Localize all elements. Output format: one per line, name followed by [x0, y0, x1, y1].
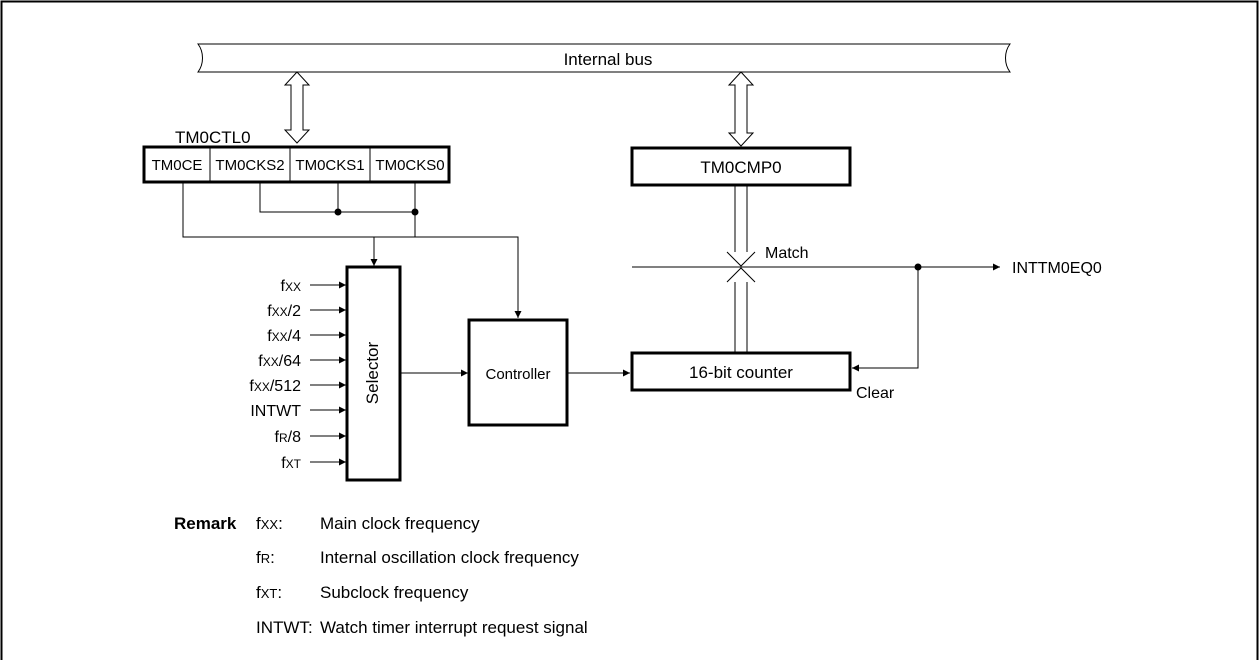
remark-symbol: fXT:: [256, 583, 282, 602]
bit-tm0cks0: TM0CKS0: [375, 157, 444, 174]
bus-compare-arrow: [727, 71, 755, 147]
clear-label: Clear: [856, 385, 895, 402]
counter-block: 16-bit counter: [630, 351, 852, 392]
internal-bus: Internal bus: [197, 43, 1011, 73]
register-name: TM0CTL0: [175, 128, 251, 147]
remark-description: Main clock frequency: [320, 514, 480, 533]
bit-tm0ce: TM0CE: [152, 157, 203, 174]
bit-tm0cks1: TM0CKS1: [295, 157, 364, 174]
input-label: fXX/2: [267, 303, 301, 320]
input-label: fXX: [281, 278, 301, 295]
compare-register-label: TM0CMP0: [700, 158, 781, 177]
selector-block: Selector: [345, 265, 402, 482]
junction-dot: [411, 208, 419, 216]
remark-symbol: fR:: [256, 548, 275, 567]
junction-dot: [334, 208, 342, 216]
bit-tm0cks2: TM0CKS2: [215, 157, 284, 174]
controller-block: Controller: [467, 318, 569, 427]
remark-description: Internal oscillation clock frequency: [320, 548, 579, 567]
input-label: fXT: [281, 455, 301, 472]
input-label: fXX/512: [249, 378, 301, 395]
output-signal-label: INTTM0EQ0: [1012, 260, 1102, 277]
remark-symbol: INTWT:: [256, 618, 313, 637]
selector-input-lines: [310, 281, 346, 466]
counter-label: 16-bit counter: [689, 363, 793, 382]
selector-label: Selector: [363, 341, 382, 404]
bus-register-arrow: [283, 71, 311, 144]
remark-title: Remark: [174, 514, 237, 533]
input-label: fR/8: [275, 429, 302, 446]
remark-section: Remark fXX: Main clock frequency fR: Int…: [174, 514, 588, 637]
input-label: fXX/64: [258, 353, 301, 370]
counter-to-match-arrow: [726, 267, 756, 353]
input-label: INTWT: [250, 403, 301, 420]
selector-input-labels: fXX fXX/2 fXX/4 fXX/64 fXX/512 INTWT fR/…: [249, 278, 301, 472]
remark-description: Watch timer interrupt request signal: [320, 618, 588, 637]
compare-to-match-arrow: [726, 185, 756, 267]
match-label: Match: [765, 245, 809, 262]
clear-feedback-line: [852, 267, 919, 372]
remark-description: Subclock frequency: [320, 583, 469, 602]
compare-register-tm0cmp0: TM0CMP0: [630, 146, 852, 187]
input-label: fXX/4: [267, 328, 301, 345]
internal-bus-label: Internal bus: [564, 50, 653, 69]
controller-label: Controller: [485, 366, 550, 383]
remark-symbol: fXX:: [256, 514, 283, 533]
register-tm0ctl0: TM0CE TM0CKS2 TM0CKS1 TM0CKS0: [142, 145, 451, 184]
